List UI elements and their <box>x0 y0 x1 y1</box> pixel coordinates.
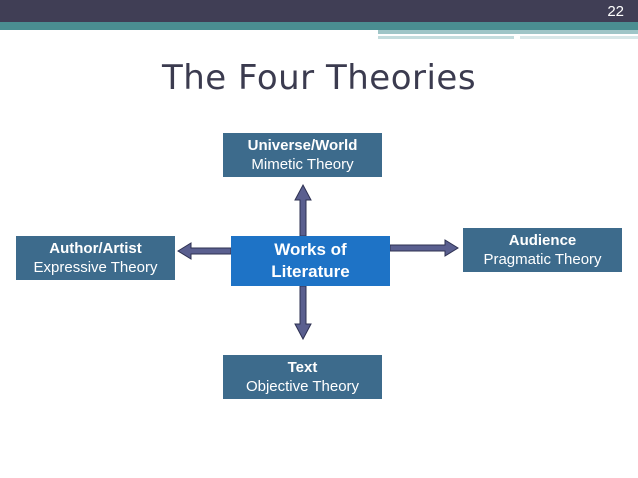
box-subheading: Expressive Theory <box>33 259 158 276</box>
page-number: 22 <box>607 3 624 20</box>
header-accent-line <box>378 36 514 39</box>
box-subheading: Mimetic Theory <box>251 156 354 173</box>
box-heading: Author/Artist <box>49 240 142 257</box>
header-band-teal <box>0 22 638 30</box>
box-heading: Universe/World <box>247 137 358 154</box>
arrow-down <box>294 285 312 341</box>
audience-box: Audience Pragmatic Theory <box>463 228 622 272</box>
arrow-left <box>177 242 232 260</box>
box-heading: Text <box>287 359 318 376</box>
header-accent-line <box>378 30 638 34</box>
text-box: Text Objective Theory <box>223 355 382 399</box>
box-subheading: Pragmatic Theory <box>483 251 602 268</box>
works-of-literature-box: Works of Literature <box>231 236 390 286</box>
arrow-up <box>294 183 312 237</box>
author-artist-box: Author/Artist Expressive Theory <box>16 236 175 280</box>
header-band-dark <box>0 0 638 22</box>
center-line-2: Literature <box>271 262 350 281</box>
header-accent-line <box>520 36 638 39</box>
slide-title: The Four Theories <box>161 58 477 98</box>
universe-world-box: Universe/World Mimetic Theory <box>223 133 382 177</box>
box-subheading: Objective Theory <box>245 378 360 395</box>
center-line-1: Works of <box>274 240 347 259</box>
arrow-right <box>389 239 459 257</box>
box-heading: Audience <box>508 232 577 249</box>
